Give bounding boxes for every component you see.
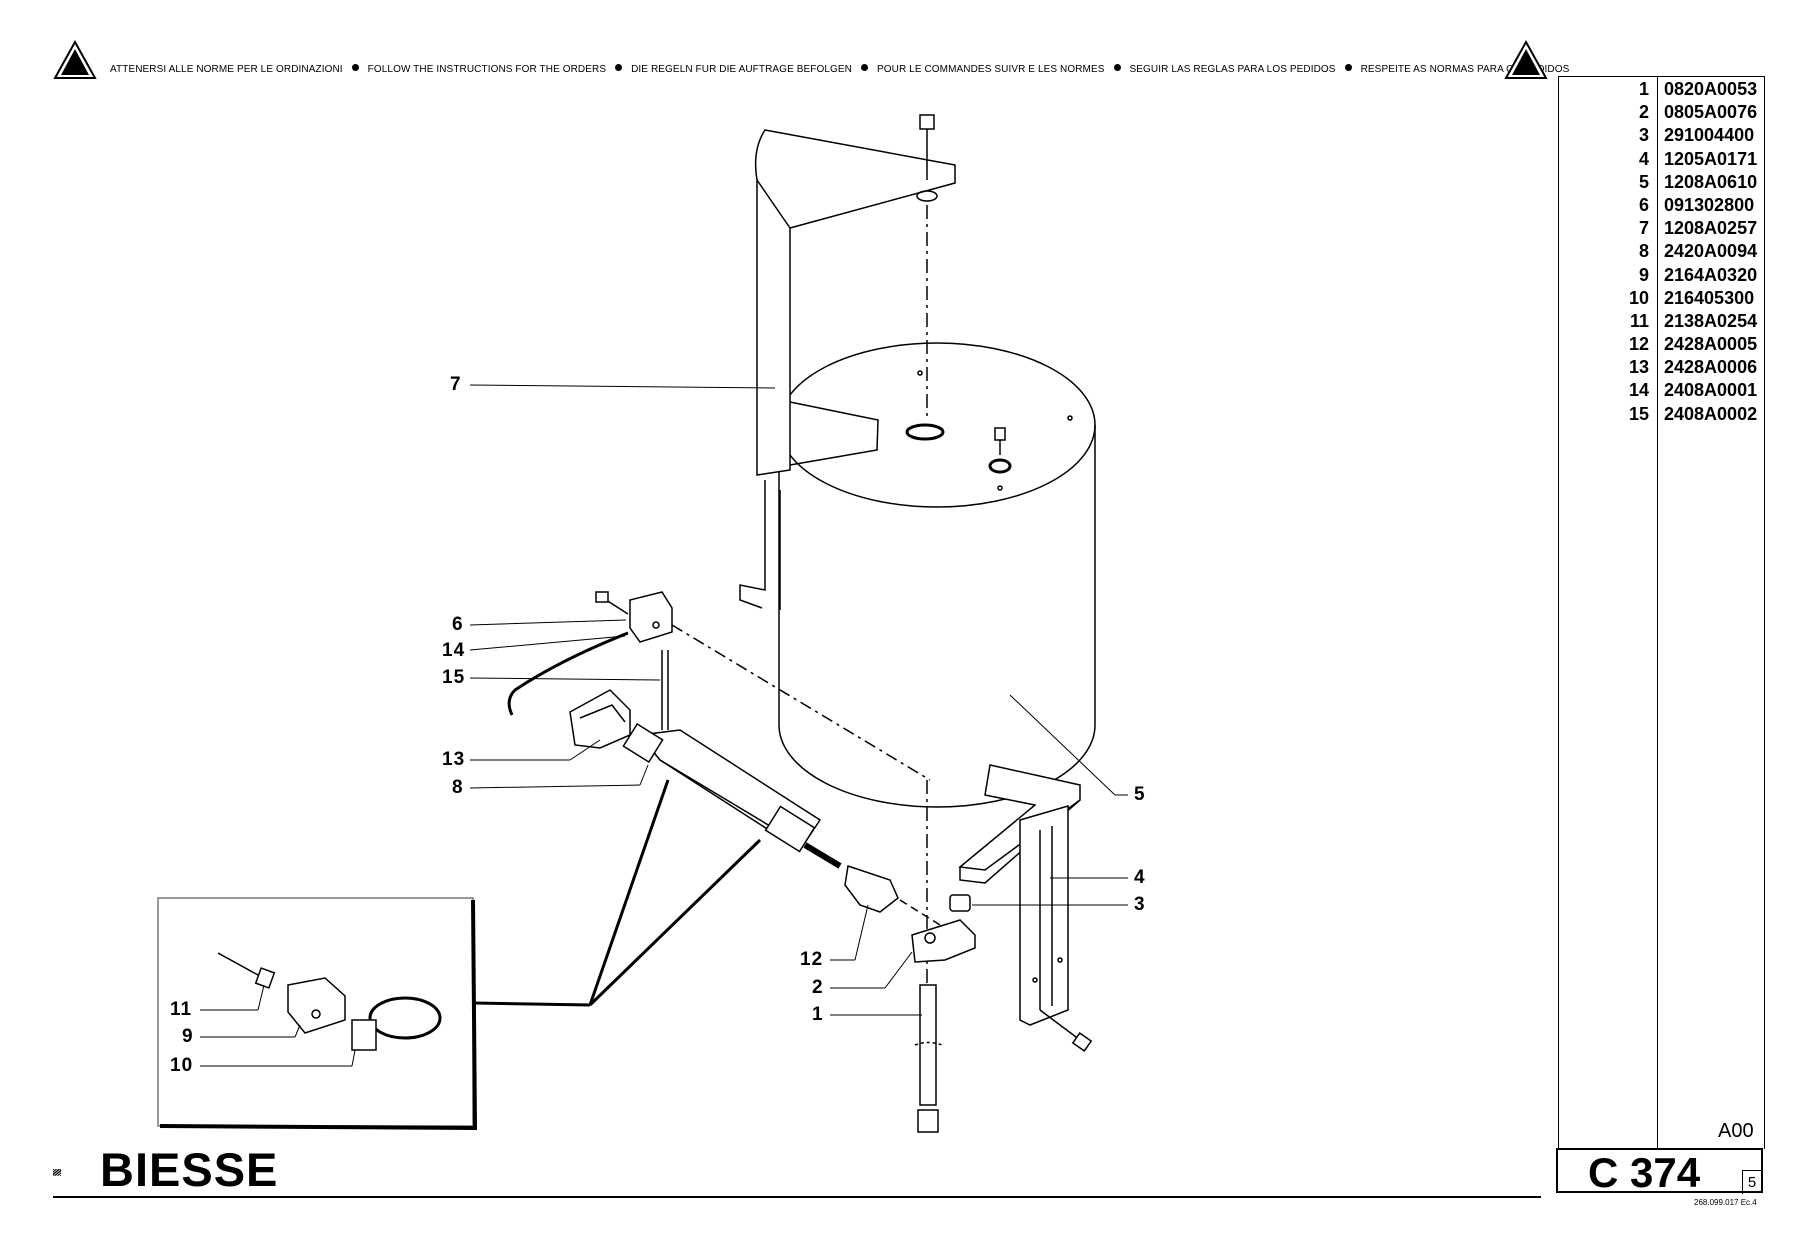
part-code: 2428A0005: [1664, 334, 1758, 355]
parts-row: 7 1208A0257: [1558, 218, 1763, 241]
part-code: 2408A0001: [1664, 380, 1758, 401]
part-number: 10: [1628, 287, 1649, 308]
parts-row: 6 091302800: [1558, 195, 1763, 218]
part-code: 2408A0002: [1664, 403, 1758, 424]
parts-row: 9 2164A0320: [1558, 265, 1763, 288]
callout-14: 14: [442, 640, 466, 661]
part-code: 291004400: [1664, 125, 1755, 146]
sheet-code-box: C 374 5: [1556, 1148, 1763, 1196]
part-number: 14: [1628, 380, 1649, 401]
brand-name: BIESSE: [100, 1143, 279, 1196]
pneumatic-cylinder: [622, 722, 842, 869]
bullet-icon: [1344, 64, 1352, 71]
warning-triangle-icon-right: [1504, 40, 1548, 79]
part-number: 15: [1628, 403, 1649, 424]
parts-list-panel: [1558, 76, 1765, 1149]
callout-11: 11: [170, 999, 193, 1020]
order-instructions-banner: ATTENERSI ALLE NORME PER LE ORDINAZIONI F…: [110, 64, 1569, 75]
part-number: 12: [1628, 334, 1649, 355]
parts-row: 13 2428A0006: [1558, 357, 1763, 380]
callout-7: 7: [450, 374, 462, 395]
part-number: 6: [1638, 194, 1649, 215]
part-number: 8: [1638, 241, 1649, 262]
callout-6: 6: [452, 614, 464, 635]
part-number: 13: [1628, 357, 1649, 378]
callout-5: 5: [1134, 784, 1146, 805]
parts-row: 5 1208A0610: [1558, 172, 1763, 195]
parts-row: 12 2428A0005: [1558, 334, 1763, 357]
bullet-icon: [1113, 64, 1121, 71]
part-code: 2420A0094: [1664, 241, 1758, 262]
instruction-en: FOLLOW THE INSTRUCTIONS FOR THE ORDERS: [367, 64, 607, 75]
instruction-fr: POUR LE COMMANDES SUIVR E LES NORMES: [876, 64, 1105, 75]
part-number: 5: [1638, 171, 1649, 192]
parts-row: 11 2138A0254: [1558, 311, 1763, 334]
biesse-logo-icon: [53, 1168, 62, 1176]
part-code: 216405300: [1664, 287, 1755, 308]
parts-row: 8 2420A0094: [1558, 241, 1763, 264]
part-code: 1208A0257: [1664, 218, 1758, 239]
bullet-icon: [615, 64, 623, 71]
callout-10: 10: [170, 1055, 194, 1076]
callout-4: 4: [1134, 867, 1146, 888]
instruction-es: SEGUIR LAS REGLAS PARA LOS PEDIDOS: [1129, 64, 1336, 75]
callout-8: 8: [452, 777, 464, 798]
part-code: 0820A0053: [1664, 79, 1758, 99]
bullet-icon: [860, 64, 868, 71]
callout-12: 12: [800, 949, 824, 970]
part-number: 9: [1638, 264, 1649, 285]
callout-1: 1: [812, 1004, 824, 1025]
callout-15: 15: [442, 667, 466, 688]
parts-row: 14 2408A0001: [1558, 380, 1763, 403]
parts-row: 15 2408A0002: [1558, 404, 1763, 427]
part-code: 1205A0171: [1664, 148, 1758, 169]
document-number: 268.099.017 Ec.4: [1694, 1198, 1757, 1207]
sheet-code: C 374: [1588, 1149, 1701, 1196]
parts-list: 1 0820A0053 2 0805A0076 3 291004400 4 1205A0…: [1558, 79, 1763, 427]
parts-row: 4 1205A0171: [1558, 149, 1763, 172]
instruction-pt: RESPEITE AS NORMAS PARA OS PEDIDOS: [1360, 64, 1570, 75]
parts-row: 3 291004400: [1558, 125, 1763, 148]
warning-triangle-icon-left: [53, 40, 97, 79]
instruction-de: DIE REGELN FUR DIE AUFTRAGE BEFOLGEN: [631, 64, 852, 75]
part-number: 1: [1638, 79, 1649, 99]
callout-2: 2: [812, 977, 824, 998]
shaped-bracket: [739, 129, 956, 610]
callout-3: 3: [1134, 894, 1146, 915]
top-screw: [916, 114, 938, 202]
detail-inset: [157, 897, 478, 1131]
part-code: 091302800: [1664, 194, 1755, 215]
page-number: 5: [1742, 1170, 1761, 1194]
parts-row: 1 0820A0053: [1558, 79, 1763, 102]
parts-row: 10 216405300: [1558, 288, 1763, 311]
callout-13: 13: [442, 749, 466, 770]
part-number: 4: [1638, 148, 1649, 169]
instruction-it: ATTENERSI ALLE NORME PER LE ORDINAZIONI: [110, 64, 343, 75]
part-code: 2138A0254: [1664, 310, 1758, 331]
part-code: 2428A0006: [1664, 357, 1758, 378]
part-number: 3: [1638, 125, 1649, 146]
parts-row: 2 0805A0076: [1558, 102, 1763, 125]
part-number: 11: [1629, 310, 1649, 331]
part-number: 7: [1638, 218, 1649, 239]
mounting-plate: [958, 764, 1081, 1026]
callout-9: 9: [182, 1026, 194, 1047]
part-number: 2: [1638, 102, 1649, 123]
revision-label: A00: [1718, 1120, 1754, 1142]
footer-rule: [53, 1196, 1541, 1198]
part-code: 1208A0610: [1664, 171, 1758, 192]
cylinder-housing: [778, 342, 1096, 808]
part-code: 2164A0320: [1664, 264, 1758, 285]
part-code: 0805A0076: [1664, 102, 1758, 123]
bullet-icon: [351, 64, 359, 71]
column-divider: [1657, 77, 1658, 1149]
